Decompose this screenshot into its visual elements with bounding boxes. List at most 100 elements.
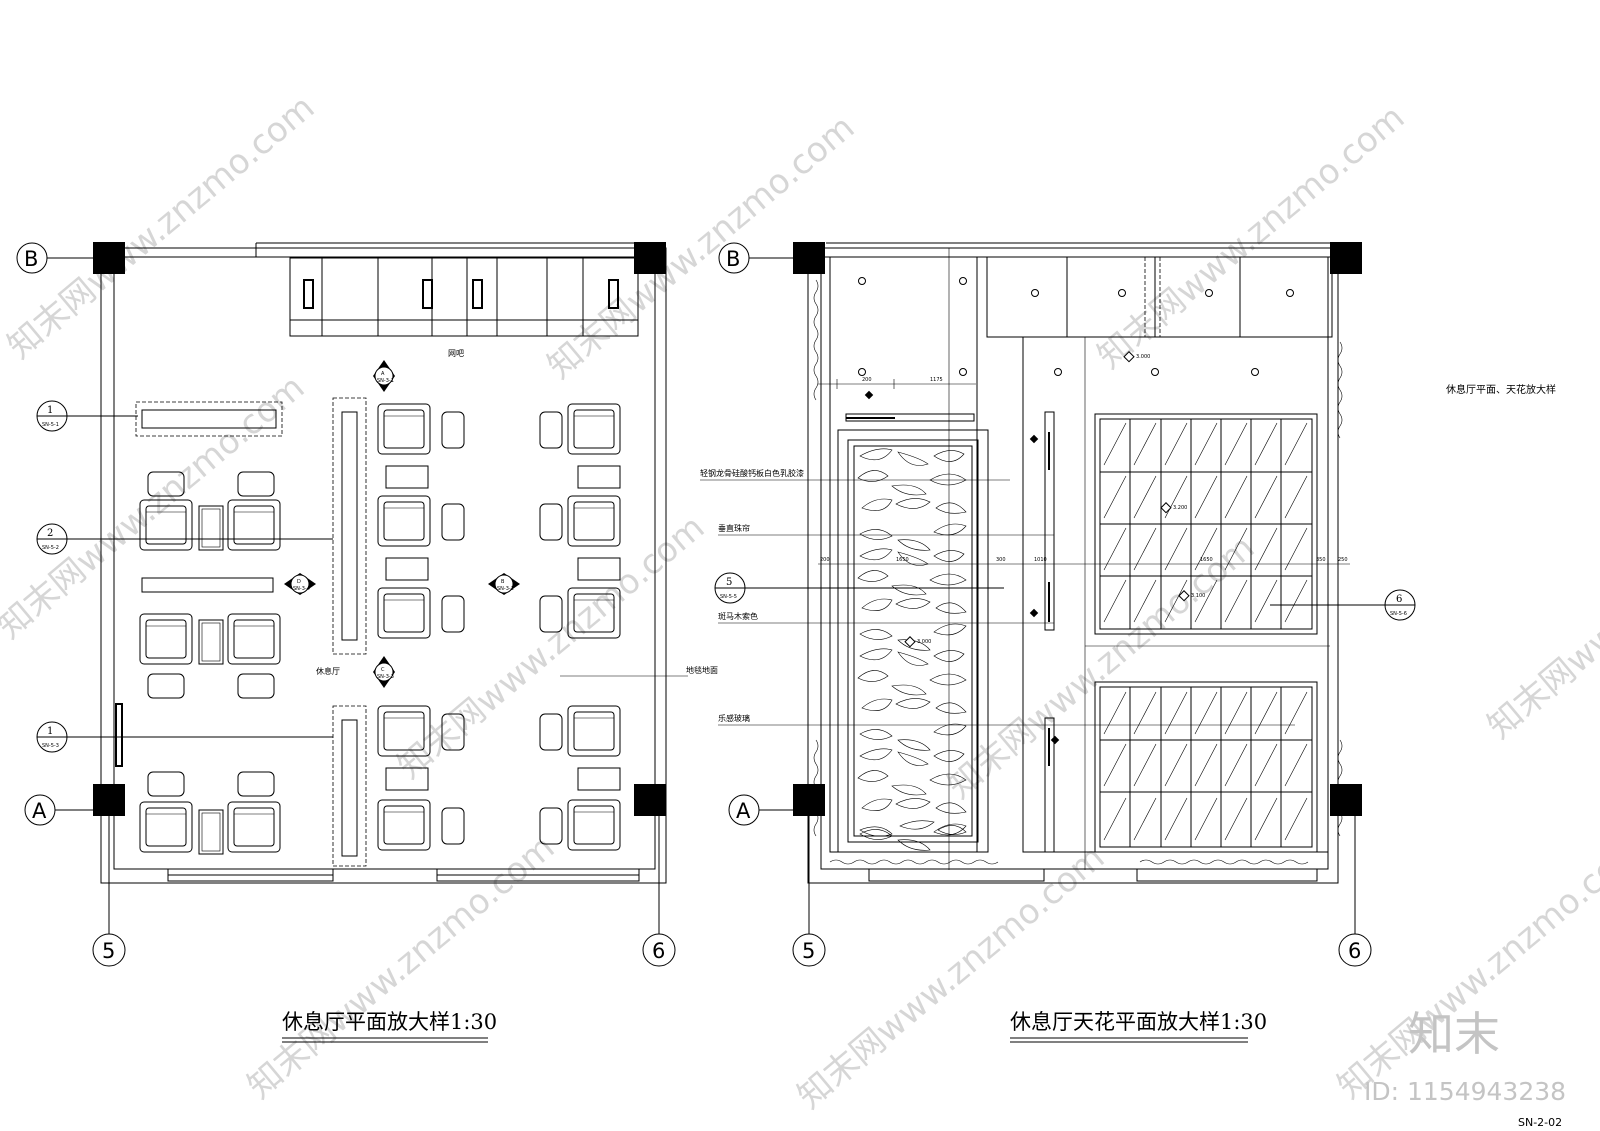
- svg-text:SN-3-3: SN-3-3: [377, 674, 394, 680]
- dim: 1175: [930, 377, 943, 383]
- watermark: 知末网www.znzmo.com: [0, 87, 322, 366]
- section-mark: 5 SN-5-5: [714, 572, 1004, 604]
- watermark: 知末网www.znzmo.com: [1480, 467, 1600, 746]
- svg-text:5: 5: [102, 939, 115, 963]
- svg-text:D: D: [297, 579, 301, 585]
- svg-text:SN-5-2: SN-5-2: [42, 545, 59, 551]
- section-mark: 1 SN-5-1: [36, 400, 138, 432]
- computer-desk-row: [289, 257, 639, 337]
- elevation-mark: A SN-3-1: [373, 360, 395, 392]
- sheet-heading: 休息厅平面、天花放大样: [1446, 383, 1556, 396]
- level-marker: 3.000: [1123, 351, 1150, 363]
- glass-grid: [1094, 681, 1318, 853]
- svg-text:C: C: [381, 667, 385, 673]
- column: [793, 784, 825, 816]
- curtain: [1337, 341, 1343, 439]
- sheet-number: SN-2-02: [1518, 1116, 1562, 1129]
- svg-text:SN-5-5: SN-5-5: [720, 594, 737, 600]
- level-marker: 3.100: [1178, 590, 1205, 602]
- svg-text:SN-3-1: SN-3-1: [377, 378, 394, 384]
- column: [93, 242, 125, 274]
- svg-text:3.200: 3.200: [1173, 505, 1187, 511]
- svg-text:SN-3-2: SN-3-2: [497, 586, 514, 592]
- watermark: 知末网www.znzmo.com: [390, 507, 712, 786]
- room-label-top: 网吧: [448, 349, 464, 358]
- svg-text:SN-3-4: SN-3-4: [293, 586, 310, 592]
- svg-text:5: 5: [802, 939, 815, 963]
- long-table: [341, 719, 358, 857]
- dim: 200: [820, 557, 830, 563]
- leaf-pattern-panel: [837, 429, 989, 853]
- column: [1330, 784, 1362, 816]
- section-mark: 2 SN-5-2: [36, 523, 333, 555]
- room-label-center: 休息厅: [316, 666, 340, 676]
- svg-text:B: B: [726, 247, 740, 271]
- axis-tag: 6: [642, 816, 676, 967]
- column: [634, 784, 666, 816]
- svg-text:A: A: [381, 371, 385, 377]
- svg-text:A: A: [32, 799, 47, 823]
- dim: 1650: [1200, 557, 1213, 563]
- ceiling-plan-title: 休息厅天花平面放大样1:30: [1010, 1010, 1267, 1034]
- curtain: [829, 859, 999, 865]
- floor-plan: 网吧 休息厅 地毯地面 1 SN-5-1 2 SN-5-2 1 SN-5-3: [16, 242, 718, 1043]
- svg-text:6: 6: [652, 939, 665, 963]
- glass-grid: [1094, 413, 1318, 635]
- column: [634, 242, 666, 274]
- dim: 300: [996, 557, 1006, 563]
- wood-slat: [1044, 717, 1055, 853]
- curtain: [1139, 859, 1309, 865]
- svg-text:5: 5: [726, 577, 732, 588]
- dim: 250: [1338, 557, 1348, 563]
- brand-id: ID: 1154943238: [1364, 1077, 1566, 1106]
- svg-text:1: 1: [47, 405, 53, 416]
- column: [93, 784, 125, 816]
- elevation-mark: D SN-3-4: [284, 573, 316, 595]
- axis-tag: A: [24, 794, 93, 826]
- svg-text:2: 2: [47, 528, 53, 539]
- axis-tag: A: [728, 794, 793, 826]
- callout-bead-curtain: 垂直珠帘: [718, 523, 750, 533]
- watermark: 知末网www.znzmo.com: [1090, 97, 1412, 376]
- dim: 350: [1316, 557, 1326, 563]
- section-mark: 1 SN-5-3: [36, 721, 333, 753]
- axis-tag: 6: [1338, 816, 1372, 967]
- long-table: [341, 411, 358, 641]
- axis-tag: 5: [792, 816, 826, 967]
- elevation-mark: B SN-3-2: [488, 573, 520, 595]
- axis-tag: 5: [92, 816, 126, 967]
- svg-text:3.100: 3.100: [1191, 593, 1205, 599]
- callout-art-glass: 乐感玻璃: [718, 713, 750, 723]
- curtain: [1337, 739, 1343, 837]
- watermark: 知末网www.znzmo.com: [790, 837, 1112, 1116]
- floor-plan-title: 休息厅平面放大样1:30: [282, 1010, 497, 1034]
- floor-outer-wall: [100, 247, 667, 884]
- wood-slat: [1044, 411, 1055, 631]
- dim: 200: [862, 377, 872, 383]
- column: [1330, 242, 1362, 274]
- floor-inner-wall: [113, 256, 656, 870]
- svg-text:6: 6: [1348, 939, 1361, 963]
- svg-text:SN-5-6: SN-5-6: [1390, 611, 1407, 617]
- svg-text:SN-5-3: SN-5-3: [42, 743, 59, 749]
- svg-text:B: B: [24, 247, 38, 271]
- axis-tag: B: [718, 242, 793, 274]
- dim: 1650: [896, 557, 909, 563]
- svg-text:6: 6: [1396, 594, 1402, 605]
- curtain: [813, 279, 819, 401]
- svg-text:SN-5-1: SN-5-1: [42, 422, 59, 428]
- lounge-seating: [139, 403, 621, 855]
- axis-tag: B: [16, 242, 93, 274]
- svg-text:A: A: [736, 799, 751, 823]
- downlights: [858, 277, 1294, 376]
- svg-text:B: B: [501, 579, 505, 585]
- elevation-mark: C SN-3-3: [373, 656, 395, 688]
- level-marker: 3.200: [1160, 502, 1187, 514]
- section-mark: 6 SN-5-6: [1270, 589, 1416, 621]
- bench: [141, 409, 277, 429]
- svg-text:3.000: 3.000: [1136, 354, 1150, 360]
- bench: [141, 577, 274, 593]
- curtain: [813, 739, 819, 837]
- ceiling-plan: 200 1175: [700, 242, 1416, 1043]
